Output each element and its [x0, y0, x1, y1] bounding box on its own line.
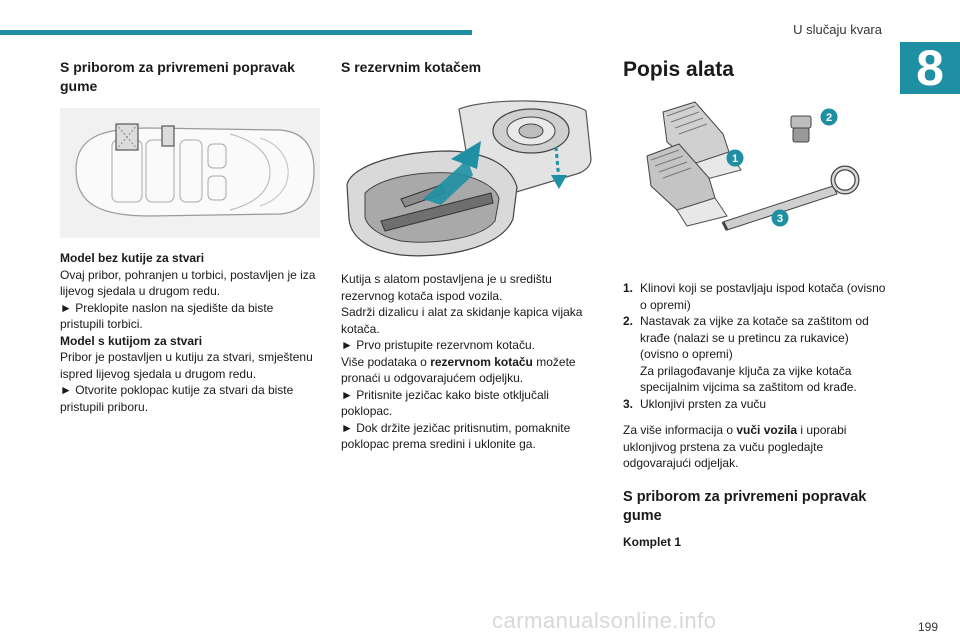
model-without-box-text: Ovaj pribor, pohranjen u torbici, postav… [60, 267, 316, 299]
section-title: U slučaju kvara [793, 22, 882, 37]
wheel-lock-adapter-icon [790, 115, 812, 143]
column-right: Popis alata 1 2 3 1. Klinovi koji se pos… [623, 58, 888, 550]
step-remove-cover: ► Dok držite jezičac pritisnutim, pomakn… [341, 420, 571, 452]
tool-list-item: 3. Uklonjivi prsten za vuču [623, 396, 767, 411]
step-press-tab: ► Pritisnite jezičac kako biste otključa… [341, 387, 549, 419]
towing-info-text: Za više informacija o vuči vozila i upor… [623, 423, 847, 470]
spare-wheel-toolbox-illustration [346, 100, 592, 257]
watermark: carmanualsonline.info [492, 608, 717, 633]
tool-list: 1. Klinovi koji se postavljaju ispod kot… [623, 280, 888, 412]
spare-wheel-reference-text: Više podataka o rezervnom kotaču možete … [341, 354, 576, 386]
toolbox-contents-text: Sadrži dizalicu i alat za skidanje kapic… [341, 305, 583, 336]
toolbox-location-text: Kutija s alatom postavljena je u središt… [341, 272, 552, 303]
heading-spare-wheel: S rezervnim kotačem [341, 59, 482, 75]
column-middle: S rezervnim kotačem Kutija s alatom post… [341, 58, 594, 453]
spare-wheel-link: rezervnom kotaču [430, 354, 533, 369]
callout-1: 1 [732, 153, 738, 165]
heading-repair-kit: S priborom za privremeni popravak gume [60, 59, 295, 94]
callout-2: 2 [826, 112, 832, 124]
model-without-box-label: Model bez kutije za stvari [60, 251, 205, 265]
model-without-box-step: ► Preklopite naslon na sjedište da biste… [60, 300, 274, 332]
model-with-box-step: ► Otvorite poklopac kutije za stvari da … [60, 383, 294, 414]
model-with-box-label: Model s kutijom za stvari [60, 333, 203, 348]
header-accent-bar [0, 30, 472, 35]
column-left: S priborom za privremeni popravak gume M… [60, 58, 320, 415]
callout-3: 3 [777, 213, 783, 225]
car-top-view-illustration [60, 108, 320, 238]
tool-list-item: 2. Nastavak za vijke za kotače sa zaštit… [623, 314, 869, 394]
towing-eye-icon [721, 165, 860, 231]
kit-1-label: Komplet 1 [623, 534, 682, 549]
tool-list-item: 1. Klinovi koji se postavljaju ispod kot… [623, 281, 886, 312]
tools-illustration: 1 2 3 [646, 101, 860, 231]
heading-repair-kit-2: S priborom za privremeni popravak gume [623, 488, 867, 524]
towing-link: vuči vozila [736, 423, 798, 437]
chapter-number-badge: 8 [900, 42, 960, 94]
model-with-box-text: Pribor je postavljen u kutiju za stvari,… [60, 350, 313, 381]
heading-tool-list: Popis alata [623, 58, 734, 81]
page-number: 199 [917, 620, 938, 634]
step-access-spare-wheel: ► Prvo pristupite rezervnom kotaču. [341, 338, 535, 352]
